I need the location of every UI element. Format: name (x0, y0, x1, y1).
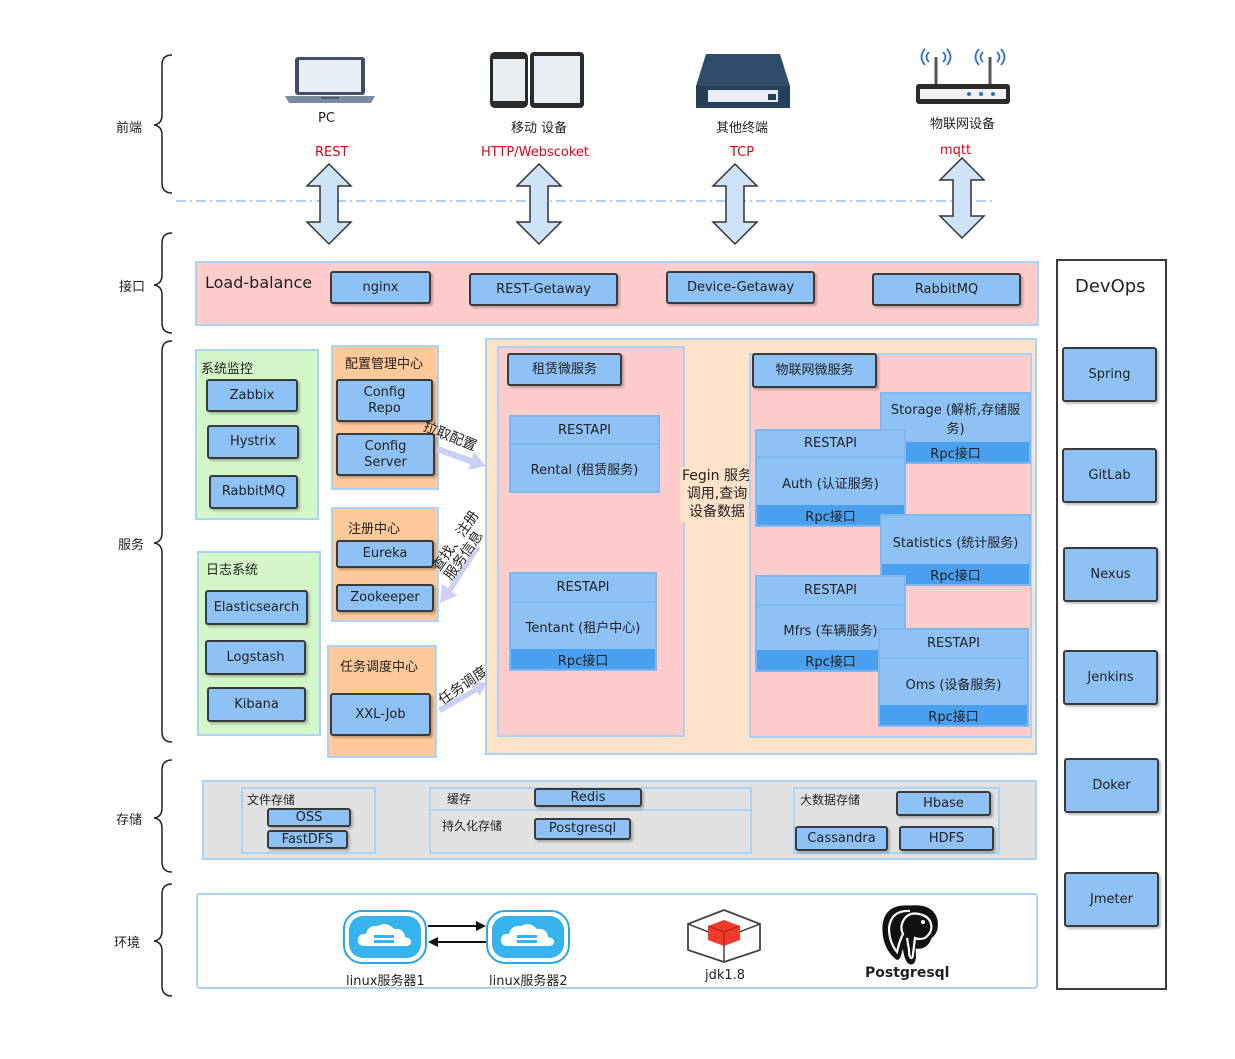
rabbitmq-gateway-button[interactable]: RabbitMQ (872, 273, 1021, 306)
statistics-rpc: Rpc接口 (882, 564, 1029, 584)
gitlab-button[interactable]: GitLab (1062, 448, 1157, 503)
xxl-job-button[interactable]: XXL-Job (330, 693, 431, 736)
storage-service-card[interactable]: Storage (解析,存储服务) Rpc接口 (880, 392, 1031, 464)
oms-restapi: RESTAPI (880, 630, 1027, 659)
cassandra-button[interactable]: Cassandra (795, 826, 888, 851)
tenant-service-label: Tentant (租户中心) (511, 603, 655, 649)
client-terminal-protocol: TCP (730, 145, 755, 160)
client-iot-protocol: mqtt (940, 143, 972, 158)
config-title: 配置管理中心 (345, 357, 424, 372)
storage-service-label: Storage (解析,存储服务) (882, 394, 1029, 442)
mfrs-restapi: RESTAPI (757, 577, 904, 606)
mfrs-service-card[interactable]: RESTAPI Mfrs (车辆服务) Rpc接口 (755, 575, 906, 672)
nexus-button[interactable]: Nexus (1063, 547, 1158, 602)
auth-service-card[interactable]: RESTAPI Auth (认证服务) Rpc接口 (755, 429, 906, 527)
cloud-server-2-icon (486, 910, 570, 964)
cache-title: 缓存 (447, 792, 472, 806)
server1-label: linux服务器1 (346, 974, 425, 989)
mobile-devices-icon (490, 52, 584, 108)
config-repo-button[interactable]: Config Repo (336, 379, 433, 422)
logstash-button[interactable]: Logstash (205, 640, 306, 675)
cloud-server-1-icon (343, 910, 427, 964)
auth-restapi: RESTAPI (757, 431, 904, 458)
nginx-button[interactable]: nginx (330, 271, 431, 304)
laptop-icon (285, 57, 375, 103)
tenant-restapi: RESTAPI (511, 574, 655, 603)
logging-title: 日志系统 (206, 563, 259, 578)
mfrs-rpc: Rpc接口 (757, 650, 904, 670)
jmeter-button[interactable]: Jmeter (1064, 872, 1159, 927)
elasticsearch-button[interactable]: Elasticsearch (205, 590, 308, 625)
device-gateway-button[interactable]: Device-Getaway (666, 271, 815, 304)
layer-label-interface: 接口 (119, 280, 146, 295)
jdk-box-icon (687, 909, 761, 963)
config-server-button[interactable]: Config Server (336, 433, 435, 476)
server2-label: linux服务器2 (489, 974, 568, 989)
iot-microservice-title[interactable]: 物联网微服务 (752, 353, 877, 388)
monitor-title: 系统监控 (201, 362, 254, 377)
hystrix-button[interactable]: Hystrix (207, 425, 299, 459)
client-mobile-label: 移动 设备 (511, 121, 568, 136)
load-balance-title: Load-balance (205, 273, 313, 292)
storage-rpc: Rpc接口 (882, 442, 1029, 462)
postgresql-storage-button[interactable]: Postgresql (534, 818, 631, 840)
tenant-rpc: Rpc接口 (511, 649, 655, 669)
client-iot-label: 物联网设备 (930, 117, 996, 132)
client-terminal-label: 其他终端 (716, 121, 769, 136)
scheduler-title: 任务调度中心 (340, 660, 419, 675)
fastdfs-button[interactable]: FastDFS (267, 830, 348, 849)
spring-button[interactable]: Spring (1062, 347, 1157, 402)
hdfs-button[interactable]: HDFS (899, 826, 994, 851)
oms-service-label: Oms (设备服务) (880, 659, 1027, 707)
client-pc-protocol: REST (315, 145, 349, 160)
rabbitmq-monitor-button[interactable]: RabbitMQ (209, 475, 298, 509)
rental-restapi: RESTAPI (511, 417, 658, 445)
rental-microservice-group (497, 346, 685, 737)
zabbix-button[interactable]: Zabbix (206, 379, 298, 412)
postgresql-elephant-icon (882, 905, 938, 965)
rental-service-label: Rental (租赁服务) (511, 445, 658, 491)
environment-layer-group (196, 893, 1038, 989)
devops-title: DevOps (1075, 276, 1146, 297)
layer-label-environment: 环境 (114, 936, 141, 951)
bigdata-title: 大数据存储 (800, 793, 861, 807)
hbase-button[interactable]: Hbase (896, 791, 991, 816)
client-mobile-protocol: HTTP/Webscoket (481, 145, 590, 160)
oss-button[interactable]: OSS (267, 808, 351, 827)
rental-service-card[interactable]: RESTAPI Rental (租赁服务) (509, 415, 660, 493)
oms-service-card[interactable]: RESTAPI Oms (设备服务) Rpc接口 (878, 628, 1029, 727)
statistics-service-card[interactable]: Statistics (统计服务) Rpc接口 (880, 514, 1031, 586)
kibana-button[interactable]: Kibana (207, 687, 306, 722)
layer-label-frontend: 前端 (116, 121, 143, 136)
jenkins-button[interactable]: Jenkins (1063, 650, 1158, 705)
rental-microservice-title[interactable]: 租赁微服务 (507, 353, 622, 386)
layer-label-service: 服务 (118, 538, 145, 553)
registry-title: 注册中心 (348, 522, 401, 537)
file-storage-group: 文件存储 (241, 787, 376, 854)
redis-button[interactable]: Redis (534, 788, 642, 807)
doker-button[interactable]: Doker (1064, 758, 1159, 813)
eureka-button[interactable]: Eureka (336, 540, 434, 568)
rest-gateway-button[interactable]: REST-Getaway (469, 273, 618, 306)
oms-rpc: Rpc接口 (880, 705, 1027, 725)
router-iot-icon (916, 48, 1010, 104)
layer-label-storage: 存储 (116, 813, 143, 828)
postgresql-env-label: Postgresql (865, 965, 950, 981)
fegin-arrow-label: Fegin 服务 调用,查询 设备数据 (680, 467, 754, 522)
tenant-service-card[interactable]: RESTAPI Tentant (租户中心) Rpc接口 (509, 572, 657, 671)
scanner-terminal-icon (696, 54, 790, 108)
persist-title: 持久化存储 (442, 819, 503, 833)
auth-service-label: Auth (认证服务) (757, 458, 904, 507)
statistics-service-label: Statistics (统计服务) (882, 516, 1029, 566)
server-sync-arrows-icon (428, 921, 486, 947)
client-pc-label: PC (318, 111, 335, 126)
file-storage-title: 文件存储 (247, 793, 296, 807)
bigdata-storage-group: 大数据存储 (793, 787, 1000, 854)
auth-rpc: Rpc接口 (757, 505, 904, 525)
jdk-label: jdk1.8 (705, 968, 746, 983)
zookeeper-button[interactable]: Zookeeper (336, 584, 434, 612)
